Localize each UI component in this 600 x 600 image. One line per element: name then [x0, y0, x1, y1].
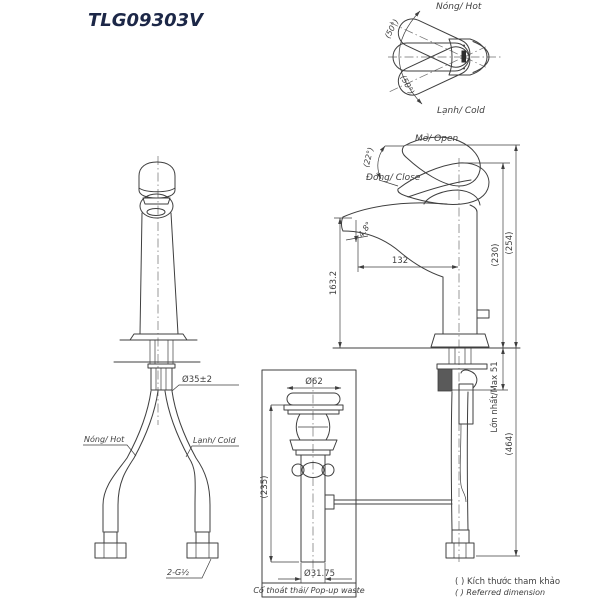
popup-lever-hook [460, 369, 478, 389]
popup-lever-body [458, 383, 474, 425]
mounting-nut-side [437, 368, 453, 392]
rotation-arc [398, 10, 423, 105]
hot-hose-ferrule [103, 531, 118, 544]
label-open: Mở/ Open [415, 133, 458, 144]
label-close: Đóng/ Close [366, 172, 421, 183]
aerator [146, 208, 166, 216]
rod-socket [324, 494, 335, 510]
overflow-hole-right [321, 463, 335, 477]
popup-disc2 [287, 409, 340, 415]
detail-box [261, 369, 357, 598]
label-shank-dia: Ø35±2 [182, 374, 212, 385]
cold-hose-ferrule [195, 531, 210, 544]
handle-hot-position [397, 18, 471, 68]
arc-22deg [376, 145, 386, 180]
cold-leader [185, 445, 239, 458]
handle-cold-position [397, 46, 471, 96]
mounting-nut-front [150, 367, 173, 391]
page-title: TLG09303V [88, 10, 205, 31]
popup-disc1 [283, 404, 344, 411]
ext-235 [271, 404, 299, 563]
shank-side [448, 348, 472, 364]
base-flange-front [129, 333, 188, 341]
body-right [469, 204, 478, 335]
cold-hose-outer [171, 390, 211, 533]
popup-waste-detail: Ø62 (235) Ø31.75 Cổ thoát thải/ Pop-up w… [253, 369, 365, 598]
dot-top [463, 44, 465, 47]
spout-top [342, 202, 448, 218]
side-view: (22°) Mở/ Open Đóng/ Close 4.8° 132 163.… [329, 133, 521, 562]
handle-cap-seam [138, 187, 176, 193]
washer-side [436, 363, 488, 370]
rod-guide-boss [476, 309, 490, 319]
label-dia3175: Ø31.75 [304, 568, 335, 579]
hose-nut-facets-side [453, 543, 467, 558]
label-spout-angle: 4.8° [356, 220, 373, 239]
label-cold-top: Lạnh/ Cold [437, 106, 485, 116]
hose-side [450, 391, 469, 531]
spout-tip [341, 216, 344, 232]
shank-front [149, 340, 174, 364]
dot-bottom [463, 67, 465, 70]
label-235: (235) [260, 476, 270, 499]
hot-nut-facets [103, 543, 118, 558]
label-hot-top: Nóng/ Hot [436, 1, 482, 12]
popup-caption: Cổ thoát thải/ Pop-up waste [253, 585, 364, 595]
handle-cap [138, 161, 176, 199]
popup-cap [286, 392, 341, 406]
label-max51: Lớn nhất/Max 51 [489, 361, 500, 432]
handle-index-mark [461, 50, 466, 63]
cold-hose-nut [186, 542, 219, 559]
body-front [139, 212, 179, 335]
faucet-body-edge [472, 41, 490, 73]
overflow-hole-center [301, 462, 325, 478]
hot-hose-nut [94, 542, 127, 559]
popup-neck [295, 413, 331, 441]
top-view-handle-rotation: (50°) (50°) Nóng/ Hot Lạnh/ Cold [383, 1, 502, 116]
label-thread: 2-G½ [167, 568, 189, 577]
handle-open [401, 136, 481, 187]
spout-end [139, 193, 174, 219]
note-vietnamese: ( ) Kích thước tham khảo [455, 576, 560, 587]
hot-hose-inner [117, 390, 159, 533]
popup-flange [289, 439, 338, 451]
handle-grip-line [407, 179, 472, 198]
hot-hose-outer [102, 390, 152, 533]
angle-22: (22°) [362, 146, 376, 168]
shank-dia-leader [171, 384, 239, 392]
popup-flange-lip [295, 449, 331, 456]
label-hot-front: Nóng/ Hot [84, 434, 125, 444]
overflow-hole-left [291, 463, 305, 477]
washer-front [147, 363, 176, 369]
hose-ferrule-side [451, 529, 470, 544]
handle-collar [142, 197, 171, 205]
label-132: 132 [392, 256, 408, 266]
label-1632: 163.2 [329, 271, 339, 295]
label-230: (230) [491, 244, 501, 267]
angle-50-lower: (50°) [398, 74, 416, 96]
front-view: Nóng/ Hot Lạnh/ Cold Ø35±2 2-G½ [83, 156, 239, 579]
label-dia62: Ø62 [305, 376, 323, 387]
hose-nut-side [445, 542, 475, 559]
ticks-22deg [378, 145, 404, 187]
thread-leader [166, 558, 212, 579]
cold-nut-facets [195, 543, 210, 558]
notes: ( ) Kích thước tham khảo ( ) Referred di… [455, 576, 560, 597]
handle-closed [397, 162, 490, 205]
angle-50-upper: (50°) [383, 18, 401, 40]
handle-dome [423, 189, 481, 206]
popup-rod-inside [459, 423, 467, 503]
nut-hatch [155, 368, 167, 390]
popup-horizontal-rod [333, 499, 453, 505]
cold-hose-inner [164, 390, 196, 533]
label-464: (464) [505, 433, 515, 456]
label-254: (254) [505, 232, 515, 255]
base-flange-side [430, 333, 490, 348]
note-english: ( ) Referred dimension [455, 588, 545, 597]
outlet-plane [345, 235, 369, 241]
hot-leader [83, 444, 137, 457]
spout-underside-body-left [342, 230, 444, 335]
label-cold-front: Lạnh/ Cold [193, 436, 236, 445]
